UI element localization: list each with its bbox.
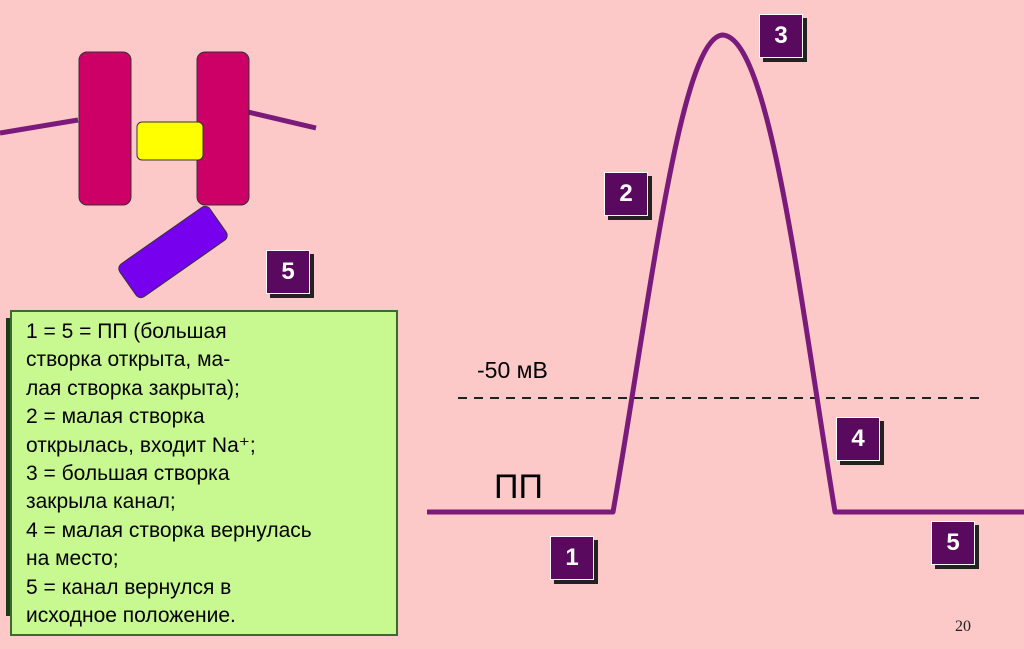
membrane-right-line <box>247 109 317 131</box>
page-number: 20 <box>955 618 971 635</box>
channel-right-subunit <box>196 51 250 206</box>
stage-badge-3: 3 <box>759 14 803 58</box>
legend-line: 4 = малая створка вернулась <box>26 518 312 542</box>
inactivation-gate <box>136 121 204 161</box>
legend-line: створка открыта, ма- <box>26 348 231 372</box>
legend-line: 5 = канал вернулся в <box>26 575 232 599</box>
stage-badge-5-channel: 5 <box>266 250 310 294</box>
membrane-left-line <box>0 117 79 136</box>
activation-gate <box>118 205 228 299</box>
action-potential-curve <box>427 32 1024 515</box>
legend-line: 2 = малая створка <box>26 405 205 429</box>
rest-potential-label: ПП <box>494 468 543 506</box>
legend-line: на место; <box>26 547 119 571</box>
stage-badge-4: 4 <box>836 417 880 461</box>
threshold-label: -50 мВ <box>477 357 548 383</box>
legend-line: 3 = большая створка <box>26 462 230 486</box>
stage-badge-1: 1 <box>550 536 594 580</box>
legend-line: закрыла канал; <box>26 490 176 514</box>
legend-box: 1 = 5 = ПП (большая створка открыта, ма-… <box>10 310 398 636</box>
legend-line: лая створка закрыта); <box>26 376 240 400</box>
channel-left-subunit <box>78 51 132 206</box>
stage-badge-5-curve: 5 <box>931 521 975 565</box>
legend-line: 1 = 5 = ПП (большая <box>26 320 227 343</box>
legend-line: открылась, входит Na⁺; <box>26 433 256 457</box>
legend-line: исходное положение. <box>26 604 236 628</box>
stage-badge-2: 2 <box>604 172 648 216</box>
